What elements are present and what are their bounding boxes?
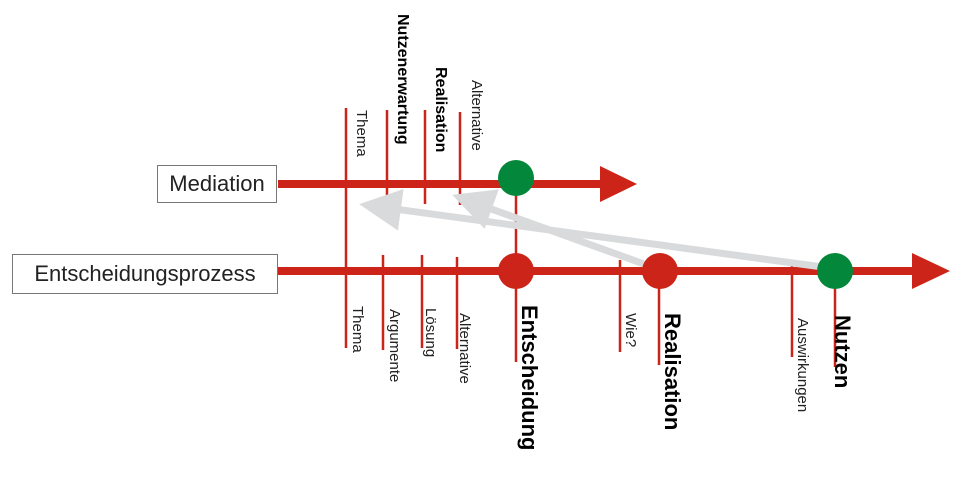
label-nutzen: Nutzen bbox=[830, 315, 855, 388]
node-realisation bbox=[642, 253, 678, 289]
label-auswirkungen: Auswirkungen bbox=[794, 318, 811, 412]
label-argumente: Argumente bbox=[386, 309, 403, 382]
label-thema: Thema bbox=[349, 306, 366, 353]
label-wie: Wie? bbox=[622, 313, 639, 347]
label-thema-top: Thema bbox=[353, 110, 370, 157]
label-realisation: Realisation bbox=[660, 313, 685, 430]
label-alternative: Alternative bbox=[456, 313, 473, 384]
process-arrowhead bbox=[912, 253, 950, 289]
label-loesung: Lösung bbox=[422, 308, 439, 357]
label-entscheidung: Entscheidung bbox=[517, 305, 542, 450]
feedback-arrow-realisation bbox=[452, 189, 657, 272]
mediation-node bbox=[498, 160, 534, 196]
mediation-box: Mediation bbox=[157, 165, 277, 203]
mediation-arrowhead bbox=[600, 166, 637, 202]
node-entscheidung bbox=[498, 253, 534, 289]
label-realisation-top: Realisation bbox=[432, 67, 449, 152]
feedback-arrow-nutzen bbox=[359, 189, 831, 272]
process-box: Entscheidungsprozess bbox=[12, 254, 278, 294]
label-alternative-top: Alternative bbox=[468, 80, 485, 151]
node-nutzen bbox=[817, 253, 853, 289]
label-nutzenerwartung: Nutzenerwartung bbox=[394, 14, 411, 145]
